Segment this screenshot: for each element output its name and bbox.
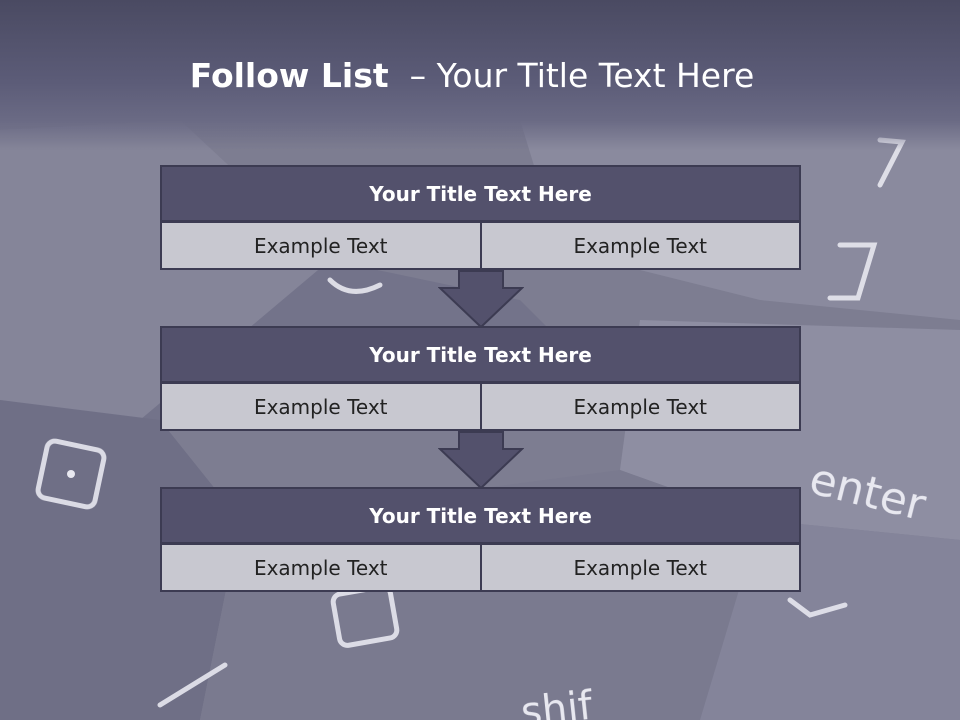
block-title: Your Title Text Here — [160, 487, 801, 544]
slide-title-rest: – Your Title Text Here — [409, 56, 755, 95]
block-row: Example Text Example Text — [160, 221, 801, 270]
slide-title-bold: Follow List — [189, 56, 389, 95]
shift-key-label: shif — [519, 683, 596, 720]
flow-block-3: Your Title Text Here Example Text Exampl… — [160, 487, 801, 592]
flow-block-1: Your Title Text Here Example Text Exampl… — [160, 165, 801, 270]
block-title: Your Title Text Here — [160, 326, 801, 383]
block-row: Example Text Example Text — [160, 543, 801, 592]
block-cell-right: Example Text — [479, 221, 801, 270]
block-cell-right: Example Text — [479, 543, 801, 592]
flow-block-2: Your Title Text Here Example Text Exampl… — [160, 326, 801, 431]
slide-header — [0, 0, 960, 150]
block-cell-left: Example Text — [160, 543, 482, 592]
block-row: Example Text Example Text — [160, 382, 801, 431]
block-title: Your Title Text Here — [160, 165, 801, 222]
slide-title: Follow List – Your Title Text Here — [0, 50, 944, 102]
down-arrow-icon — [438, 270, 524, 328]
down-arrow-icon — [438, 431, 524, 489]
block-cell-left: Example Text — [160, 221, 482, 270]
block-cell-left: Example Text — [160, 382, 482, 431]
block-cell-right: Example Text — [479, 382, 801, 431]
